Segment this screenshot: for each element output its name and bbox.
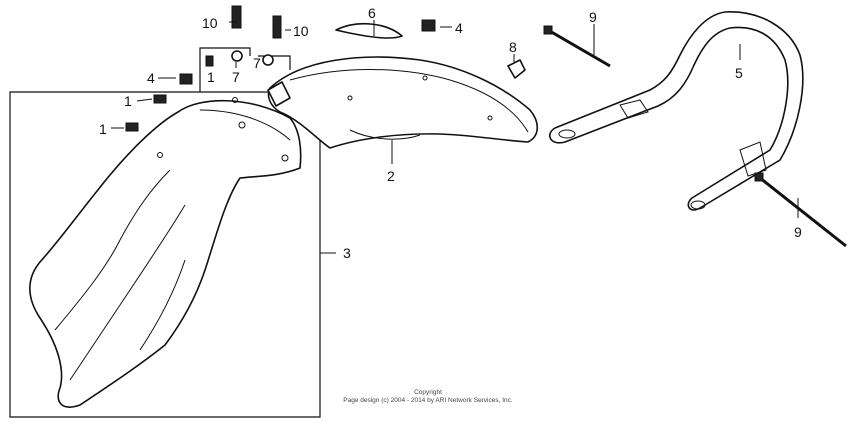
long-bolt-upper: [543, 25, 611, 68]
callout-8: 8: [509, 39, 517, 55]
nut-4-left: [179, 73, 193, 85]
bolt-1-c: [205, 55, 214, 67]
callout-4-left: 4: [147, 70, 155, 86]
callout-5: 5: [735, 65, 743, 81]
callout-9-lower: 9: [794, 224, 802, 240]
callout-9-upper: 9: [589, 9, 597, 25]
callout-6: 6: [368, 5, 376, 21]
callout-10-right: 10: [293, 23, 309, 39]
callout-7-left: 7: [232, 69, 240, 85]
inner-fender-part: [29, 97, 302, 408]
long-bolt-lower: [754, 172, 847, 248]
copyright-title: Copyright: [414, 389, 442, 396]
leader-lines: [111, 20, 799, 254]
callout-1-c: 1: [207, 69, 215, 85]
copyright-text: Page design (c) 2004 - 2014 by ARI Netwo…: [343, 397, 513, 404]
washer-7-left: [231, 50, 243, 62]
callout-4-right: 4: [455, 20, 463, 36]
callout-3: 3: [343, 245, 351, 261]
small-plug-part: [507, 59, 526, 79]
bolt-10-right: [272, 15, 282, 39]
callout-10-left: 10: [202, 15, 218, 31]
callout-1-b: 1: [99, 121, 107, 137]
group-frame: [9, 91, 321, 418]
emblem-part: [335, 22, 403, 39]
callout-7-right: 7: [253, 55, 261, 71]
callout-1-a: 1: [124, 93, 132, 109]
bolt-1-a: [153, 94, 167, 104]
copyright-notice: Copyright Page design (c) 2004 - 2014 by…: [318, 389, 538, 405]
bolt-1-b: [125, 122, 139, 132]
front-fender-part: [267, 56, 539, 149]
nut-4-right: [421, 19, 436, 32]
callout-2: 2: [387, 168, 395, 184]
washer-7-right: [262, 54, 274, 66]
bolt-10-left: [231, 5, 242, 29]
fender-stay-part: [549, 11, 804, 211]
